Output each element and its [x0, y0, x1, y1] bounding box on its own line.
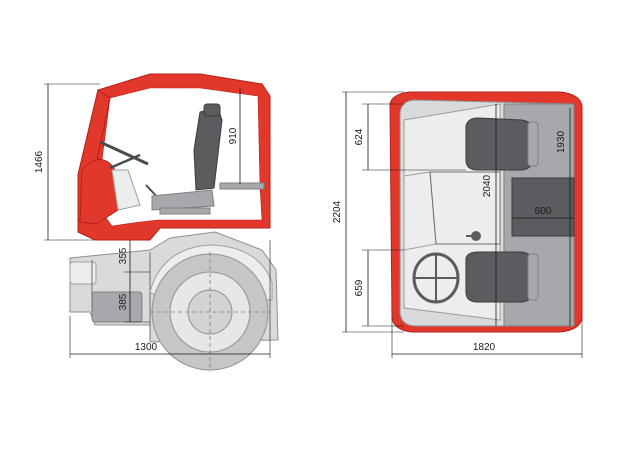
steering-wheel	[99, 140, 149, 166]
dim-front-section: 624	[354, 128, 365, 145]
driver-seat-top-view	[465, 251, 535, 303]
step-box-lower	[91, 291, 143, 323]
dim-cab-length: 1300	[135, 342, 158, 353]
driver-seat-headrest	[203, 103, 221, 117]
dim-step-upper: 355	[118, 247, 129, 264]
dim-overall-length: 2204	[332, 200, 343, 223]
side-view: 1466 910 355 385 1300	[34, 73, 279, 372]
dim-roof-to-bunk: 910	[228, 127, 239, 144]
dim-step-lower: 385	[118, 293, 129, 310]
step-box-upper	[69, 261, 97, 285]
dim-bunk-width: 600	[535, 206, 552, 217]
dim-overall-width: 1820	[473, 342, 496, 353]
bunk	[219, 182, 265, 190]
dim-interior-length: 2040	[482, 174, 493, 197]
dim-bunk-length: 1930	[556, 130, 567, 153]
dashboard	[79, 159, 119, 225]
passenger-seat	[465, 117, 535, 171]
dim-rear-section: 659	[354, 279, 365, 296]
driver-seat-cushion	[151, 189, 215, 211]
dim-cab-height: 1466	[34, 150, 45, 173]
top-view: 2204 624 659 2040 1930 600 1820	[332, 91, 583, 358]
